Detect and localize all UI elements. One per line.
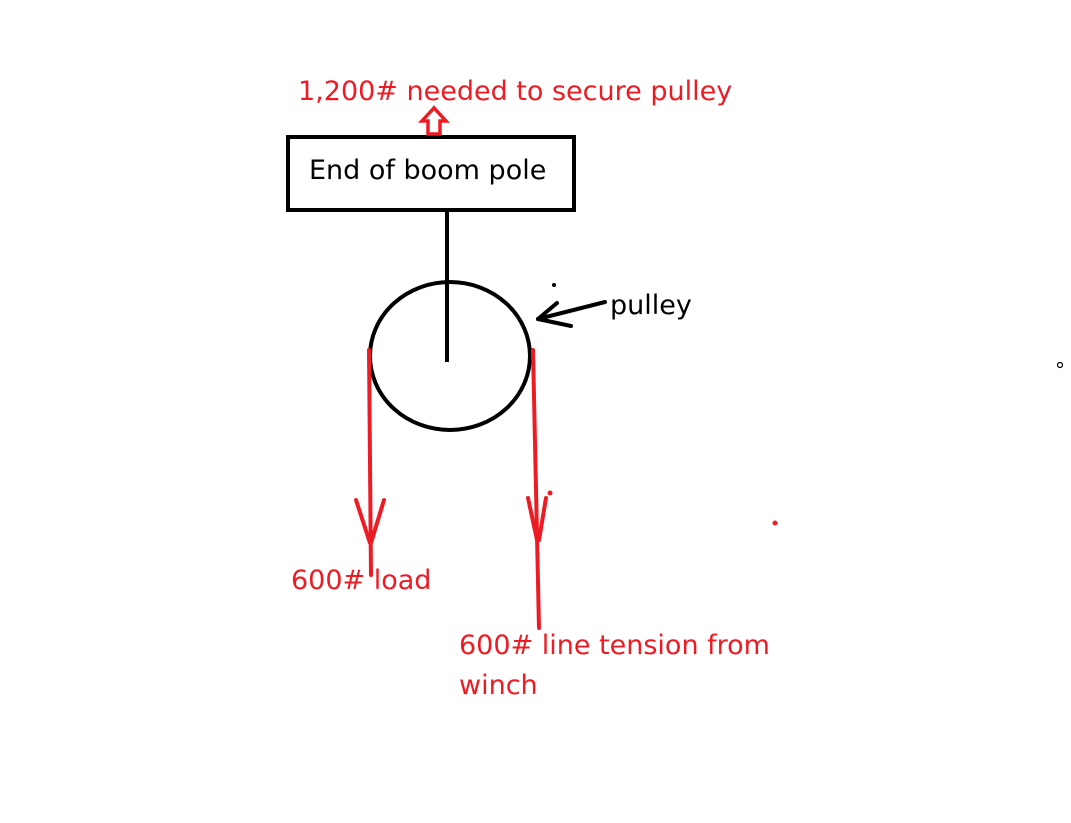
load-rope-arrow [354,348,386,577]
boom-pole-label: End of boom pole [309,155,547,186]
pulley-pointer-arrow [536,300,607,328]
pulley-label: pulley [610,290,692,321]
tension-label: 600# line tension from winch [459,626,779,706]
top-force-label: 1,200# needed to secure pulley [298,76,733,107]
boom-pole-end-box [286,135,576,212]
pulley-wheel [368,280,532,432]
tension-label-line1: 600# line tension from [459,630,770,661]
load-label: 600# load [291,565,432,596]
tension-rope-arrow [526,348,548,630]
stray-dot [772,520,778,526]
stray-dot [1056,361,1064,369]
tension-label-line2: winch [459,670,538,701]
stray-dot [547,490,553,496]
upward-force-arrow [418,105,450,136]
stray-dot [552,283,556,287]
